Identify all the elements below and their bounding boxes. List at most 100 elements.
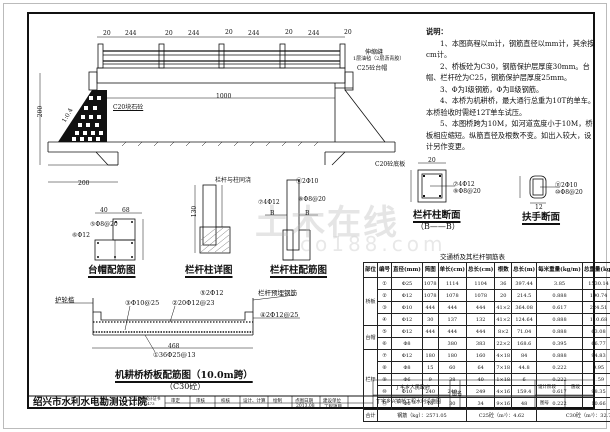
cell: 7×18: [494, 361, 513, 374]
cell: 9.95: [581, 361, 610, 374]
rebar-label: ⑧Φ8@20: [298, 196, 326, 203]
tb-stage-value: 施设: [571, 385, 580, 390]
tb-review: 审核: [196, 399, 205, 404]
rebar-table-title: 交通桥及其栏杆钢筋表: [440, 253, 505, 261]
institute-name: 绍兴市水利水电勘测设计院: [33, 397, 148, 408]
rebar-label: ⑤Φ8@20: [90, 221, 118, 228]
post-note: 栏杆与柱同浇: [215, 177, 252, 184]
cell: 48: [511, 397, 538, 410]
tb-drawing-no-label: 图号: [540, 401, 549, 406]
cell: 30: [437, 397, 468, 410]
rebar-label: ⑧Φ8@20: [453, 188, 481, 195]
cell: 1.59: [581, 373, 610, 386]
rebar-label: ④2Φ12@25: [260, 311, 299, 319]
cell: 190.74: [581, 289, 610, 302]
watermark: 土木在线: [255, 203, 399, 243]
cell: ②: [377, 289, 393, 302]
col-header: 每米重量(kg/m): [536, 262, 583, 278]
cell: 10.66: [581, 397, 610, 410]
cell: Φ12: [391, 325, 423, 338]
cell: 30: [421, 313, 439, 326]
deck-rebar-title: 机耕桥桥板配筋图（10.0m跨）: [115, 370, 253, 381]
dim-label: 130: [191, 205, 199, 218]
cell: 224.51: [581, 301, 610, 314]
cell: 0.617: [536, 301, 583, 314]
col-header: 单长(cm): [437, 262, 468, 278]
post-detail-title: 栏杆柱详图: [185, 265, 233, 276]
cell: 397.44: [511, 277, 538, 290]
cell: 0.222: [536, 361, 583, 374]
abutment-cap-label: C25砼台帽: [357, 65, 388, 72]
cell: 0.395: [536, 337, 583, 350]
cell: 41×2: [494, 301, 513, 314]
cell: Φ12: [391, 349, 423, 362]
tb-drawing-name: 丁宅乡兴镇桥工程水利设施图: [376, 399, 442, 405]
table-header-row: 部位 编号 直径(mm) 简图 单长(cm) 总长(cm) 根数 总长(m) 每…: [362, 262, 610, 278]
col-header: 总重量(kg): [581, 262, 610, 278]
expansion-joint-label: 伸缩缝: [365, 49, 384, 56]
cell: Φ8: [391, 337, 423, 350]
cell: 36: [494, 277, 513, 290]
cell: 34: [465, 397, 496, 410]
rebar-label: ⑩Φ8@20: [555, 189, 583, 196]
cell: 444: [421, 325, 439, 338]
cell: 4×18: [494, 349, 513, 362]
cell: 124.64: [511, 313, 538, 326]
cell: 9×16: [494, 397, 513, 410]
rebar-label: ⑦4Φ12: [258, 199, 280, 206]
cell: 444: [421, 301, 439, 314]
cell: ⑤: [377, 325, 393, 338]
cell: 0.888: [536, 313, 583, 326]
dim-label: 20: [165, 30, 173, 37]
cell: 1×18: [494, 373, 513, 386]
part-cell: 台帽: [362, 325, 379, 350]
cell: 159.4: [511, 385, 538, 398]
dim-label: 20: [225, 29, 233, 36]
cell: 249: [465, 385, 496, 398]
dim-label: 20: [103, 30, 111, 37]
post-rebar-title: 栏杆柱配筋图: [270, 265, 328, 276]
part-cell: 桥板: [362, 277, 379, 326]
cell: 180: [437, 349, 468, 362]
cell: 132: [465, 313, 496, 326]
rebar-label: ⑤2Φ12: [200, 289, 224, 297]
cell: ③: [377, 301, 393, 314]
section-mark: B: [305, 210, 310, 217]
rebar-label: ⑦4Φ12: [453, 181, 475, 188]
dim-label: 20: [344, 29, 352, 36]
cell: 63.08: [581, 325, 610, 338]
note-item: 4、本桥为机耕桥，最大通行总重为10T的单车。本桥验收时需经12T单车试压。: [426, 96, 596, 117]
embedded-rebar-label: 栏杆预埋钢筋: [258, 289, 297, 297]
design-notes: 说明： 1、本图高程以m计，钢筋直径以mm计，其余按cm计。 2、桥板砼为C30…: [426, 26, 596, 153]
cell: 0.888: [536, 289, 583, 302]
rebar-label: ⑪2Φ10: [296, 178, 319, 185]
cell: 160: [465, 349, 496, 362]
cell: 71.04: [511, 325, 538, 338]
note-item: 3、Φ为Ⅰ级钢筋，Φ为Ⅱ级钢筋。: [440, 84, 544, 94]
cell: Φ12: [391, 289, 423, 302]
note-item: 1、本图高程以m计，钢筋直径以mm计，其余按cm计。: [426, 38, 595, 60]
rebar-table: 部位 编号 直径(mm) 简图 单长(cm) 总长(cm) 根数 总长(m) 每…: [362, 262, 610, 422]
post-section-title: 栏杆柱断面: [413, 210, 461, 221]
dim-label: 20: [428, 157, 436, 164]
handrail-section-title: 扶手断面: [522, 212, 561, 223]
cell: 168.6: [511, 337, 538, 350]
cell: 383: [465, 337, 496, 350]
cell: 84: [511, 349, 538, 362]
cell: 60: [437, 361, 468, 374]
tb-draw: 绘制: [273, 399, 282, 404]
cell: 66.77: [581, 337, 610, 350]
cell: 444: [437, 325, 468, 338]
dim-label: 244: [248, 30, 260, 37]
cell: 4×16: [494, 385, 513, 398]
cell: ⑥: [377, 337, 393, 350]
cell: Φ10: [391, 301, 423, 314]
rebar-label: ③Φ10@25: [125, 299, 160, 307]
